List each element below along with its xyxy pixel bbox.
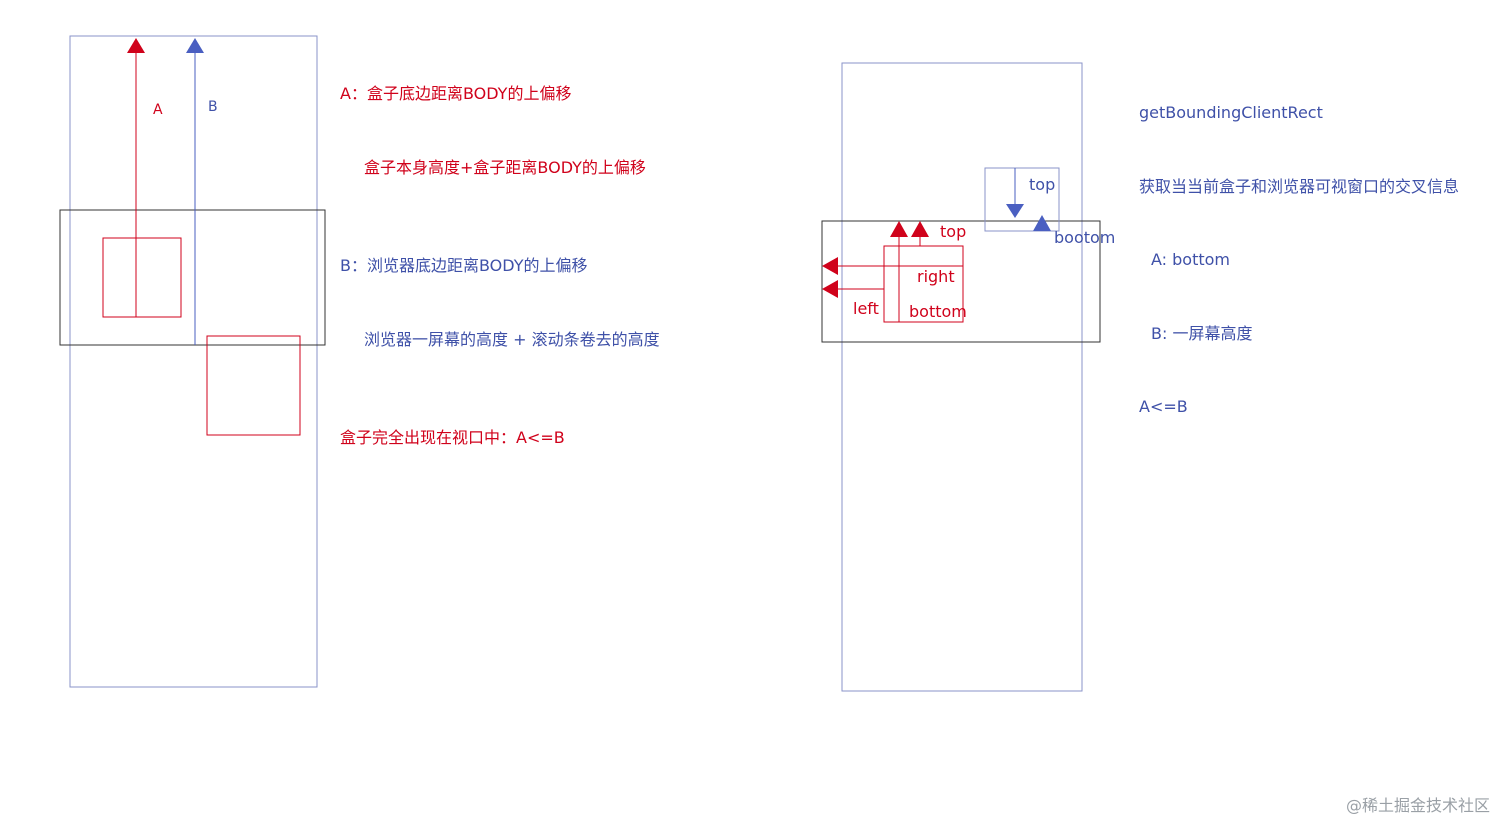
red-top-arrow-head-1 [890, 221, 908, 237]
note-right-line5: A<=B [1139, 397, 1188, 416]
left-target-box-visible [102, 237, 182, 318]
note-a-line1: A：盒子底边距离BODY的上偏移 [340, 84, 572, 103]
notes-right: getBoundingClientRect 获取当当前盒子和浏览器可视窗口的交叉… [1139, 52, 1459, 444]
blue-demo-box [984, 167, 1060, 232]
left-viewport-box [59, 209, 326, 346]
note-right-line2: 获取当当前盒子和浏览器可视窗口的交叉信息 [1139, 176, 1460, 196]
note-right-line4: B: 一屏幕高度 [1151, 323, 1253, 343]
left-target-box-below [206, 335, 301, 436]
note-b-line2: 浏览器一屏幕的高度 + 滚动条卷去的高度 [364, 329, 660, 349]
watermark: @稀土掘金技术社区 [1345, 796, 1490, 815]
red-top-label: top [940, 222, 967, 241]
notes-left: A：盒子底边距离BODY的上偏移 盒子本身高度+盒子距离BODY的上偏移 B：浏… [340, 33, 660, 475]
red-right-arrow-head [822, 257, 838, 275]
blue-top-arrow-head [1006, 204, 1024, 218]
note-right-line3: A: bottom [1151, 250, 1231, 269]
red-bottom-label: bottom [909, 302, 967, 321]
red-left-arrow-head [822, 280, 838, 298]
right-viewport-box [821, 220, 1101, 343]
arrow-b-label: B [208, 99, 218, 115]
red-right-label: right [917, 267, 955, 286]
note-a-line2: 盒子本身高度+盒子距离BODY的上偏移 [364, 157, 646, 177]
red-rect-box [883, 245, 964, 323]
blue-bottom-label: bootom [1054, 228, 1116, 247]
right-body-box [841, 62, 1083, 692]
arrow-b-head [186, 38, 204, 53]
blue-top-label: top [1029, 175, 1056, 194]
red-top-arrow-head-2 [911, 221, 929, 237]
note-b-line1: B：浏览器底边距离BODY的上偏移 [340, 256, 588, 275]
blue-bottom-arrow-head [1033, 215, 1051, 231]
note-condition: 盒子完全出现在视口中：A<=B [340, 428, 565, 447]
left-body-box [69, 35, 318, 688]
arrow-a-label: A [153, 102, 163, 118]
red-left-label: left [853, 299, 879, 318]
note-right-line1: getBoundingClientRect [1139, 103, 1323, 122]
arrow-a-head [127, 38, 145, 53]
